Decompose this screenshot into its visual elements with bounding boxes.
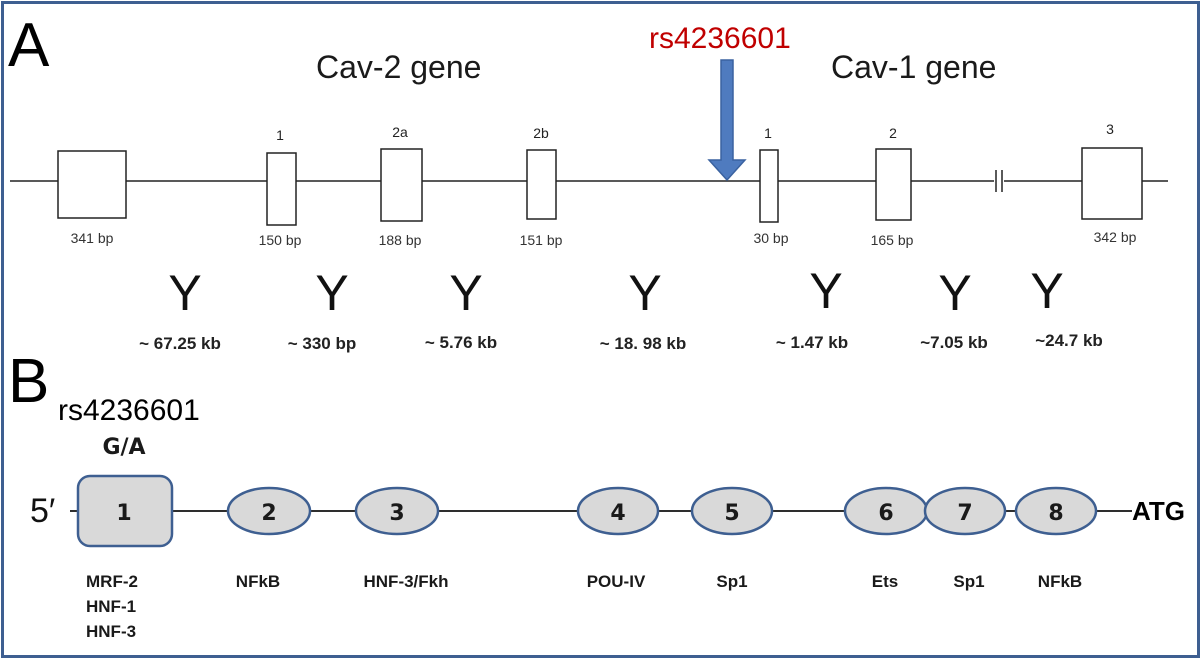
tf-label: HNF-3 (86, 622, 136, 641)
intron-size-label: ~ 67.25 kb (139, 334, 221, 353)
intron-size-label: ~24.7 kb (1035, 331, 1103, 350)
exon-cav2-2a: 2a 188 bp (379, 124, 423, 248)
tf-label: Sp1 (953, 572, 984, 591)
panel-b-letter: B (8, 347, 49, 416)
exon-1-cav2-upstream: 341 bp (57, 150, 127, 246)
intron-size-label: ~ 18. 98 kb (600, 334, 686, 353)
intron-y-icon: Y (449, 265, 482, 321)
intron-5: Y ~ 1.47 kb (776, 263, 848, 352)
exon-number-label: 2b (533, 125, 549, 141)
node-number: 7 (957, 501, 972, 526)
exon-size-label: 165 bp (871, 232, 914, 248)
tf-label: HNF-3/Fkh (364, 572, 449, 591)
node-number: 3 (389, 501, 404, 526)
allele-label: G/A (102, 435, 145, 460)
exon-number-label: 3 (1106, 121, 1114, 137)
exon-size-label: 188 bp (379, 232, 422, 248)
snp-label-red: rs4236601 (649, 22, 791, 55)
cav2-gene-title: Cav-2 gene (316, 49, 481, 85)
tf-label: POU-IV (587, 572, 646, 591)
tf-label: NFkB (236, 572, 280, 591)
exon-cav1-3: 3 342 bp (1081, 121, 1143, 245)
exon-size-label: 151 bp (520, 232, 563, 248)
tfbs-node-5: 5 Sp1 (690, 486, 774, 591)
tfbs-node-7: 7 Sp1 (923, 486, 1007, 591)
tf-label: MRF-2 (86, 572, 138, 591)
exon-size-label: 342 bp (1094, 229, 1137, 245)
intron-1: Y ~ 67.25 kb (139, 265, 221, 353)
cav1-gene-title: Cav-1 gene (831, 49, 996, 85)
intron-7: Y ~24.7 kb (1030, 263, 1102, 350)
exon-cav2-2b: 2b 151 bp (520, 125, 563, 248)
node-number: 2 (261, 501, 276, 526)
exon-number-label: 1 (764, 125, 772, 141)
intron-size-label: ~7.05 kb (920, 333, 988, 352)
tfbs-node-8: 8 NFkB (1014, 486, 1098, 591)
tf-label: NFkB (1038, 572, 1082, 591)
exon-cav1-2: 2 165 bp (871, 125, 914, 248)
node-number: 6 (878, 501, 893, 526)
exon-size-label: 341 bp (71, 230, 114, 246)
exon-cav2-1: 1 150 bp (259, 127, 302, 248)
tf-label: HNF-1 (86, 597, 136, 616)
panel-a: A Cav-2 gene Cav-1 gene rs4236601 341 bp… (8, 11, 1168, 353)
node-number: 5 (724, 501, 739, 526)
intron-4: Y ~ 18. 98 kb (600, 265, 686, 353)
tf-label: Sp1 (716, 572, 747, 591)
exon-number-label: 1 (276, 127, 284, 143)
intron-y-icon: Y (628, 265, 661, 321)
intron-y-icon: Y (809, 263, 842, 319)
five-prime-label: 5′ (30, 492, 55, 530)
exon-cav1-1: 1 30 bp (753, 125, 788, 246)
intron-2: Y ~ 330 bp (288, 265, 357, 353)
tfbs-node-2: 2 NFkB (226, 486, 312, 591)
intron-size-label: ~ 330 bp (288, 334, 357, 353)
atg-label: ATG (1132, 496, 1185, 526)
panel-a-letter: A (8, 11, 50, 80)
intron-y-icon: Y (315, 265, 348, 321)
snp-arrow-icon (707, 59, 747, 182)
intron-size-label: ~ 5.76 kb (425, 333, 497, 352)
intron-y-icon: Y (938, 265, 971, 321)
snp-label: rs4236601 (58, 394, 200, 427)
tfbs-node-1: 1 MRF-2 HNF-1 HNF-3 (76, 474, 174, 641)
node-number: 1 (116, 501, 131, 526)
node-number: 4 (610, 501, 625, 526)
panel-b: B rs4236601 G/A 5′ ATG 1 MRF-2 HNF-1 HNF… (8, 347, 1185, 641)
exon-number-label: 2a (392, 124, 408, 140)
break-marker-icon (994, 170, 1004, 192)
exon-size-label: 30 bp (753, 230, 788, 246)
intron-size-label: ~ 1.47 kb (776, 333, 848, 352)
node-number: 8 (1048, 501, 1063, 526)
intron-6: Y ~7.05 kb (920, 265, 988, 352)
tfbs-node-6: 6 Ets (843, 486, 929, 591)
exon-size-label: 150 bp (259, 232, 302, 248)
exon-number-label: 2 (889, 125, 897, 141)
tfbs-node-3: 3 HNF-3/Fkh (354, 486, 449, 591)
tfbs-node-4: 4 POU-IV (576, 486, 660, 591)
intron-y-icon: Y (1030, 263, 1063, 319)
intron-y-icon: Y (168, 265, 201, 321)
tf-label: Ets (872, 572, 898, 591)
intron-3: Y ~ 5.76 kb (425, 265, 497, 352)
